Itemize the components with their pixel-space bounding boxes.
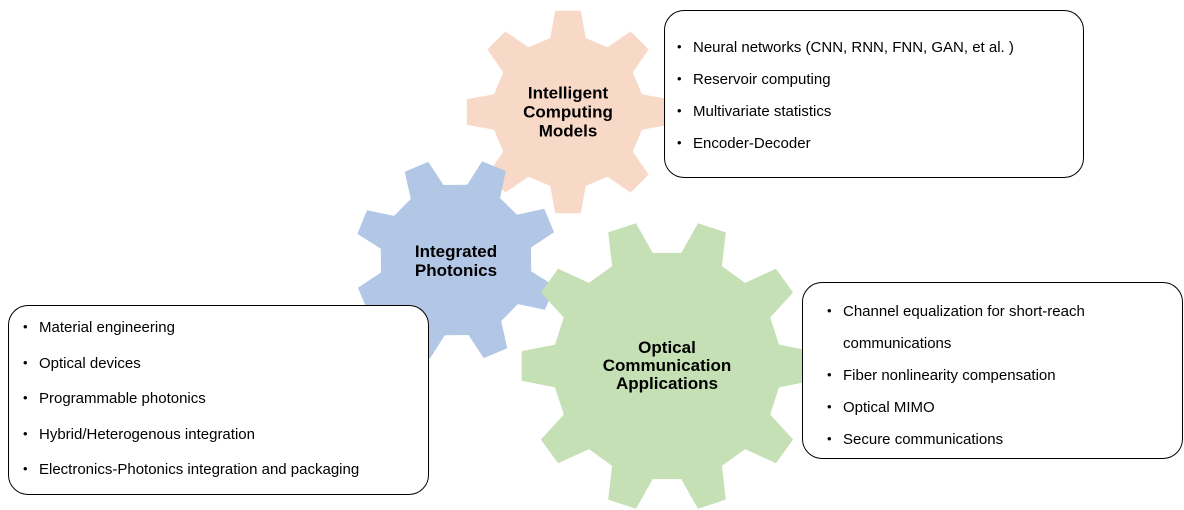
computing-label-line-1: Intelligent: [527, 83, 609, 103]
list-item: Electronics-Photonics integration and pa…: [23, 461, 428, 497]
photonics-label-line-2: Photonics: [414, 261, 498, 280]
optical-gear: [521, 223, 813, 509]
optical-gear-label: Optical Communication Applications: [603, 339, 731, 393]
optical-label-line-3: Applications: [615, 373, 719, 393]
list-item-continuation: communications: [843, 335, 952, 352]
optical-applications-box: Channel equalization for short-reach com…: [802, 282, 1183, 459]
integrated-photonics-box: Material engineering Optical devices Pro…: [8, 305, 429, 495]
list-item: Multivariate statistics: [677, 103, 1083, 135]
computing-models-box: Neural networks (CNN, RNN, FNN, GAN, et …: [664, 10, 1084, 178]
list-item: Optical devices: [23, 355, 428, 391]
photonics-label-line-1: Integrated: [414, 241, 498, 261]
list-item: Neural networks (CNN, RNN, FNN, GAN, et …: [677, 39, 1083, 71]
list-item: Encoder-Decoder: [677, 135, 1083, 167]
list-item: Channel equalization for short-reach: [827, 303, 1182, 335]
computing-label-line-2: Computing: [523, 102, 613, 122]
list-item: Reservoir computing: [677, 71, 1083, 103]
optical-applications-list: Channel equalization for short-reach com…: [827, 303, 1182, 463]
list-item: Optical MIMO: [827, 399, 1182, 431]
photonics-gear-label: Integrated Photonics: [415, 242, 497, 280]
computing-gear: [466, 10, 670, 214]
list-item: Material engineering: [23, 319, 428, 355]
optical-label-line-2: Communication: [602, 356, 732, 376]
list-item: Programmable photonics: [23, 390, 428, 426]
computing-gear-label: Intelligent Computing Models: [523, 83, 613, 140]
list-item: Secure communications: [827, 431, 1182, 463]
computing-label-line-3: Models: [538, 121, 598, 141]
optical-label-line-1: Optical: [638, 338, 696, 358]
list-item: Fiber nonlinearity compensation: [827, 367, 1182, 399]
integrated-photonics-list: Material engineering Optical devices Pro…: [23, 319, 428, 497]
list-item: Hybrid/Heterogenous integration: [23, 426, 428, 462]
computing-models-list: Neural networks (CNN, RNN, FNN, GAN, et …: [677, 39, 1083, 167]
